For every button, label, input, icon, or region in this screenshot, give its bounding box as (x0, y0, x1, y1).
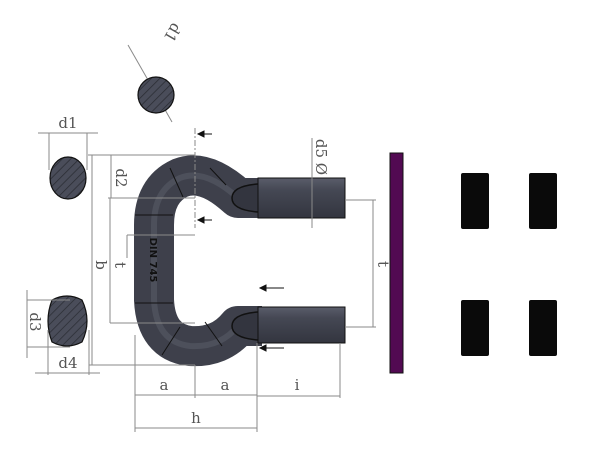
nut (461, 300, 489, 356)
mounting-plate (389, 152, 404, 374)
label-a-left: a (160, 376, 169, 394)
u-bolt (134, 155, 346, 367)
nut (461, 173, 489, 229)
label-h: h (191, 409, 201, 427)
label-d1-rotated: d1 (160, 20, 185, 46)
label-b: b (92, 260, 110, 270)
label-d2: d2 (112, 168, 130, 187)
label-d4: d4 (58, 354, 77, 372)
label-t-right: t (374, 261, 392, 267)
label-d3: d3 (26, 312, 44, 331)
section-d3-d4 (26, 290, 100, 375)
label-d5: d5 Ø (312, 139, 330, 175)
dimension-lines (88, 138, 376, 432)
label-a-right: a (221, 376, 230, 394)
section-d1 (38, 132, 98, 200)
part-marking: DIN 745 (147, 238, 158, 283)
label-d1: d1 (58, 114, 77, 132)
section-rotated-d1 (127, 44, 175, 123)
label-t-left: t (111, 262, 129, 268)
nut (529, 300, 557, 356)
label-i: i (295, 376, 300, 394)
nut (529, 173, 557, 229)
